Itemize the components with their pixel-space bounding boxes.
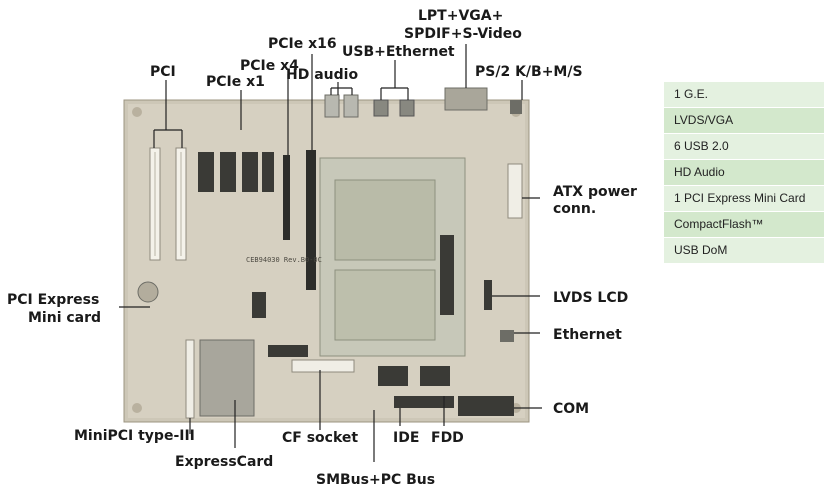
label-atx-1: ATX power	[553, 184, 637, 200]
board-silkscreen: CEB94030 Rev.B0-0C	[246, 256, 322, 264]
label-pcie-x16: PCIe x16	[268, 36, 337, 52]
ide-header	[394, 396, 454, 408]
pci-slots	[149, 147, 187, 261]
label-pci: PCI	[150, 64, 176, 80]
feature-item: LVDS/VGA	[664, 108, 824, 134]
label-minipci: MiniPCI type-III	[74, 428, 195, 444]
label-ethernet: Ethernet	[553, 327, 622, 343]
label-atx-2: conn.	[553, 201, 596, 217]
label-pcie-mini-2: Mini card	[28, 310, 101, 326]
feature-item: CompactFlash™	[664, 212, 824, 238]
memory-area	[198, 152, 274, 192]
cf-socket	[291, 359, 355, 373]
label-pcie-x1: PCIe x1	[206, 74, 265, 90]
rear-io	[324, 87, 522, 118]
label-pcie-mini-1: PCI Express	[7, 292, 99, 308]
battery	[137, 281, 159, 303]
label-ps2: PS/2 K/B+M/S	[475, 64, 583, 80]
motherboard-photo: CEB94030 Rev.B0-0C	[123, 87, 530, 423]
label-lvds-lcd: LVDS LCD	[553, 290, 628, 306]
label-lpt-vga-2: SPDIF+S-Video	[404, 26, 522, 42]
leader-lines	[119, 44, 542, 462]
feature-item: HD Audio	[664, 160, 824, 186]
expresscard-slot	[199, 339, 255, 417]
label-lpt-vga-1: LPT+VGA+	[418, 8, 503, 24]
com-header	[458, 396, 514, 416]
label-fdd: FDD	[431, 430, 464, 446]
label-usb-ethernet: USB+Ethernet	[342, 44, 455, 60]
feature-list: 1 G.E. LVDS/VGA 6 USB 2.0 HD Audio 1 PCI…	[664, 82, 824, 264]
ethernet-chip	[500, 330, 514, 342]
label-pcie-x4: PCIe x4	[240, 58, 299, 74]
label-com: COM	[553, 401, 589, 417]
lvds-connector	[484, 280, 492, 310]
label-smbus: SMBus+PC Bus	[316, 472, 435, 488]
pcie-x16-slot	[306, 150, 316, 290]
label-expresscard: ExpressCard	[175, 454, 273, 470]
feature-item: USB DoM	[664, 238, 824, 264]
feature-item: 1 PCI Express Mini Card	[664, 186, 824, 212]
pcie-x4-slot	[283, 155, 290, 240]
minipci-slot	[185, 339, 195, 419]
feature-item: 6 USB 2.0	[664, 134, 824, 160]
label-ide: IDE	[393, 430, 419, 446]
feature-item: 1 G.E.	[664, 82, 824, 108]
pcie-mini-slot	[252, 292, 266, 318]
label-cf-socket: CF socket	[282, 430, 358, 446]
label-hd-audio: HD audio	[286, 67, 358, 83]
atx-power-connector	[507, 163, 523, 219]
